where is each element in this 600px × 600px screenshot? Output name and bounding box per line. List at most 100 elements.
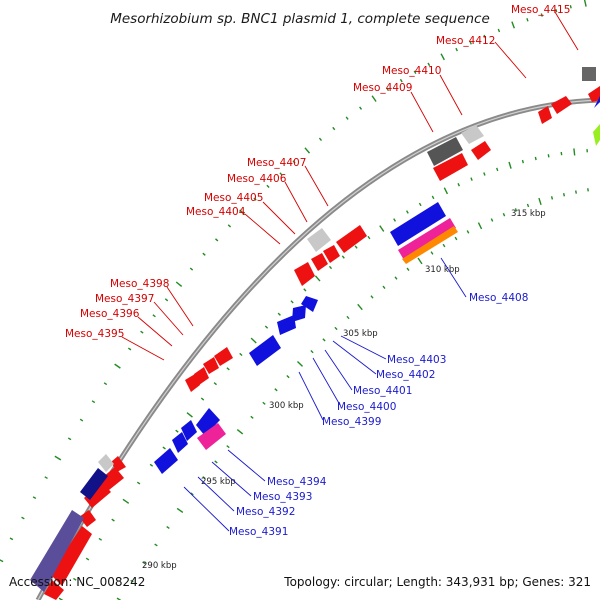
tick-mark: [367, 235, 371, 240]
gene-feature: [292, 305, 306, 322]
tick-mark: [149, 463, 154, 467]
tick-mark: [79, 418, 84, 422]
gene-feature: [593, 124, 600, 146]
tick-mark: [470, 177, 473, 181]
tick-label-315: 315 kbp: [511, 209, 546, 219]
tick-mark: [73, 577, 77, 581]
gene-label-meso-4391: Meso_4391: [229, 526, 288, 538]
tick-mark: [239, 209, 246, 216]
tick-mark: [508, 161, 512, 169]
tick-mark: [175, 429, 179, 433]
gene-label-meso-4408: Meso_4408: [469, 292, 528, 304]
gene-feature: [461, 125, 484, 144]
gene-feature: [80, 468, 108, 500]
tick-label-290: 290 kbp: [142, 561, 177, 571]
tick-mark: [573, 148, 576, 156]
reverse-labels: Meso_4408 Meso_4403 Meso_4402 Meso_4401 …: [229, 292, 528, 538]
tick-mark: [354, 245, 358, 249]
tick-mark: [490, 218, 494, 222]
tick-mark: [292, 160, 296, 164]
tick-mark: [483, 34, 487, 39]
tick-mark: [540, 13, 543, 17]
gene-feature: [277, 315, 296, 335]
tick-mark: [264, 325, 269, 329]
tick-mark: [318, 137, 323, 141]
gene-feature: [311, 253, 328, 271]
gene-feature: [588, 86, 600, 102]
plasmid-backbone: [35, 97, 600, 600]
tick-mark: [85, 557, 90, 561]
gene-feature: [294, 262, 315, 286]
gene-feature: [471, 141, 491, 160]
tick-mark: [266, 184, 270, 189]
gene-feature: [427, 137, 463, 166]
tick-mark: [239, 352, 243, 357]
tick-mark: [440, 53, 445, 61]
tick-mark: [538, 197, 542, 205]
gene-feature: [181, 420, 197, 441]
tick-mark: [371, 95, 377, 102]
tick-mark: [569, 4, 572, 9]
tick-mark: [477, 222, 483, 230]
tick-mark: [547, 154, 550, 158]
gene-feature: [402, 226, 458, 264]
reverse-leader-lines: [183, 257, 467, 532]
tick-mark: [91, 400, 96, 404]
tick-mark: [303, 288, 307, 292]
tick-mark: [166, 525, 170, 529]
tick-mark: [511, 21, 516, 29]
tick-mark: [496, 167, 499, 172]
gene-label-meso-4395: Meso_4395: [65, 328, 124, 340]
gene-label-meso-4398: Meso_4398: [110, 278, 169, 290]
kbp-ticks: 290 kbp 295 kbp 300 kbp 305 kbp 310 kbp …: [142, 209, 546, 571]
gene-feature: [214, 347, 233, 366]
tick-mark: [334, 326, 338, 331]
tick-mark: [587, 188, 589, 192]
forward-leader-lines: [121, 11, 579, 361]
tick-mark: [226, 367, 230, 371]
tick-mark: [454, 236, 458, 241]
tick-mark: [359, 106, 363, 110]
tick-mark: [58, 597, 64, 600]
gene-feature: [398, 218, 456, 260]
tick-label-295: 295 kbp: [201, 477, 236, 487]
tick-mark: [430, 251, 434, 255]
tick-mark: [215, 238, 219, 242]
tick-mark: [214, 460, 218, 464]
tick-mark: [399, 78, 403, 83]
gene-feature: [249, 335, 281, 366]
gene-label-meso-4404: Meso_4404: [186, 206, 246, 218]
gene-label-meso-4394: Meso_4394: [267, 476, 327, 488]
tick-mark: [550, 196, 554, 200]
gene-label-meso-4399: Meso_4399: [322, 416, 381, 428]
tick-mark: [574, 190, 578, 194]
tick-mark: [431, 195, 435, 200]
topology-text: Topology: circular; Length: 343,931 bp; …: [283, 575, 591, 589]
gene-label-meso-4415: Meso_4415: [511, 4, 570, 16]
tick-mark: [406, 267, 410, 271]
tick-mark: [346, 315, 350, 320]
gene-feature: [50, 526, 92, 586]
gene-label-meso-4409: Meso_4409: [353, 82, 412, 94]
tick-mark: [455, 47, 458, 52]
tick-mark: [413, 70, 417, 75]
tick-label-310: 310 kbp: [425, 265, 460, 275]
tick-mark: [314, 275, 321, 282]
tick-mark: [417, 257, 423, 265]
plasmid-backbone-highlight: [37, 99, 600, 600]
gene-feature: [323, 245, 340, 263]
tick-mark: [442, 243, 446, 248]
gene-label-meso-4403: Meso_4403: [387, 354, 446, 366]
tick-mark: [226, 445, 230, 449]
gene-feature: [594, 96, 600, 108]
gene-feature: [30, 510, 84, 592]
tick-mark: [32, 496, 37, 500]
tick-mark: [322, 338, 326, 342]
tick-mark: [21, 516, 25, 520]
gene-feature: [196, 408, 220, 436]
tick-mark: [114, 363, 121, 369]
tick-mark: [236, 428, 244, 435]
tick-mark: [176, 507, 184, 514]
tick-mark: [466, 230, 470, 234]
tick-mark: [555, 8, 558, 13]
